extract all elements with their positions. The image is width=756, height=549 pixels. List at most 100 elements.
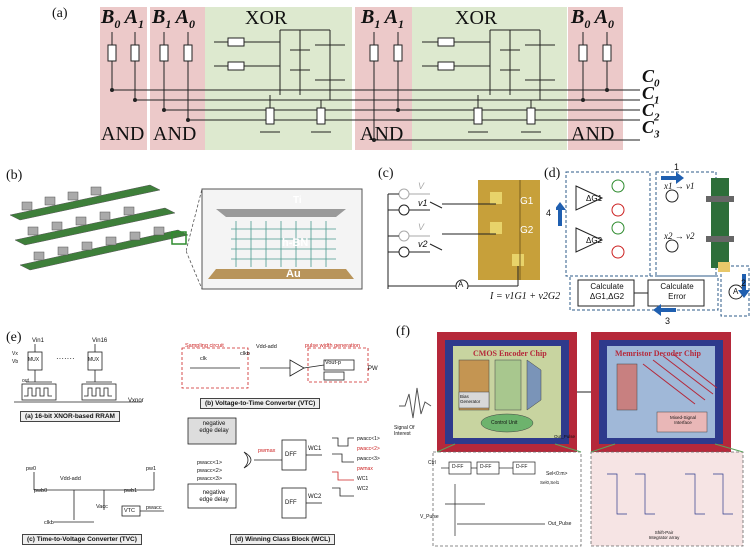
wcl-pwacc2: pwacc<2>: [197, 468, 223, 474]
control-unit: Control Unit: [491, 420, 518, 426]
caption-wcl: (d) Winning Class Block (WCL): [230, 534, 336, 545]
xnor-vxnor: Vxnor: [128, 398, 144, 404]
output-c0: C0: [642, 66, 660, 90]
layer-ti-label: Ti: [293, 195, 302, 206]
tvc-pw1: pw1: [146, 466, 157, 472]
dff-1: D-FF: [452, 464, 464, 470]
caption-tvc: (c) Time-to-Voltage Converter (TVC): [22, 534, 142, 545]
panel-c-label: (c): [378, 166, 394, 181]
xnor-out: out: [22, 378, 29, 384]
tvc-clkb: clkb: [44, 520, 54, 526]
panel-e-vtc: [181, 347, 369, 389]
calc-dg-box: [577, 279, 635, 307]
wcl-pwacc3: pwacc<3>: [197, 476, 223, 482]
source-v1: v1: [418, 198, 428, 208]
xnor-vb: Vb: [12, 359, 19, 365]
and-block-2: [150, 7, 205, 150]
vtc-vout: Vout-p: [325, 360, 341, 366]
vtc-pwgen: pulse width generation: [305, 343, 361, 349]
output-equation: I = v1G1 + v2G2: [490, 291, 561, 302]
input-group-4: B0 A0: [571, 6, 614, 31]
crossbar-row-2: [14, 206, 176, 246]
step-2: 2: [741, 278, 747, 288]
and-block-1: [100, 7, 147, 150]
delta-g1: ΔG1: [586, 194, 603, 203]
tvc-vddadd: Vdd-add: [60, 476, 81, 482]
wcl-pwmax: pwmax: [258, 448, 276, 454]
wcl-wc2: WC2: [308, 494, 322, 500]
crossbar-row-1: [9, 184, 161, 221]
tvc-pwb0: pwb0: [34, 488, 48, 494]
zoom-box: [171, 231, 187, 245]
vpulse-label: V_Pulse: [420, 514, 439, 520]
xor-block-1: [205, 7, 352, 150]
panel-e-wcl: [187, 417, 354, 519]
panel-b-array-illustration: [9, 184, 189, 271]
layer-au-label: Au: [286, 268, 301, 280]
caption-xnor: (a) 16-bit XNOR-based RRAM: [20, 411, 120, 422]
tvc-vtc: VTC: [124, 508, 135, 514]
panel-e-xnor-array: [14, 344, 142, 403]
wcl-dff-1: DFF: [285, 452, 297, 458]
panel-d-training-loop: [556, 171, 750, 317]
and-block-3: [355, 7, 412, 150]
and-label-3: AND: [360, 123, 404, 145]
xor-label-2: XOR: [455, 7, 498, 29]
xnor-mux-1: MUX: [28, 357, 40, 363]
panel-b-stack-3d: [186, 188, 363, 290]
and-label-4: AND: [571, 123, 615, 145]
xnor-vin1: Vin1: [32, 338, 44, 344]
g1-label: G1: [520, 196, 534, 207]
wcl-wc1: WC1: [308, 446, 322, 452]
panel-a-label: (a): [52, 6, 68, 21]
input-group-2: B1 A0: [152, 6, 195, 31]
panel-a-circuit: [100, 7, 640, 150]
source-v2: v2: [418, 239, 428, 249]
sel-label: Sel0,Sel1: [540, 480, 560, 485]
out-pulse-bottom: Out_Pulse: [548, 521, 572, 527]
vtc-sampling: Sampling circuit: [185, 343, 224, 349]
step-4: 4: [546, 208, 552, 218]
source-v-top: V: [418, 181, 425, 191]
vtc-vddadd: Vdd-add: [256, 344, 277, 350]
dff-3: D-FF: [516, 464, 528, 470]
g2-label: G2: [520, 225, 534, 236]
tvc-pwb1: pwb1: [124, 488, 138, 494]
panel-b-label: (b): [6, 168, 23, 183]
panel-f-label: (f): [396, 324, 410, 339]
crossbar-row-3: [19, 226, 189, 271]
layer-hbn-label: h-BN: [282, 237, 309, 249]
wcl-dff-2: DFF: [285, 500, 297, 506]
output-c2: C2: [642, 100, 660, 124]
input-x1: x1 → v1: [664, 181, 695, 191]
panel-e-label: (e): [6, 330, 22, 345]
tvc-pw0: pw0: [26, 466, 37, 472]
panel-d-label: (d): [544, 166, 561, 181]
panel-f-chips: [399, 332, 744, 547]
step-3: 3: [665, 316, 671, 326]
bias-generator: Bias Generator: [460, 394, 481, 404]
caption-vtc: (b) Voltage-to-Time Converter (VTC): [200, 398, 321, 409]
vtc-pw: PW: [368, 366, 378, 372]
out-pulse-top: Out_Pulse: [554, 434, 576, 439]
ctrl-label: Ctrl: [428, 460, 436, 466]
ammeter-c: A: [458, 280, 464, 289]
xnor-vx: Vx: [12, 351, 18, 357]
source-v-mid: V: [418, 222, 425, 232]
and-label-2: AND: [153, 123, 197, 145]
panel-e-tvc: [33, 472, 164, 523]
output-c3: C3: [642, 117, 660, 141]
dff-2: D-FF: [480, 464, 492, 470]
device-chip: [478, 180, 540, 280]
and-label-1: AND: [101, 123, 145, 145]
step-1: 1: [674, 162, 680, 172]
vtc-clkb: clkb: [240, 351, 250, 357]
xnor-mux-2: MUX: [88, 357, 100, 363]
xnor-vin16: Vin16: [92, 338, 108, 344]
vtc-clk: clk: [200, 356, 207, 362]
input-group-3: B1 A1: [361, 6, 404, 31]
